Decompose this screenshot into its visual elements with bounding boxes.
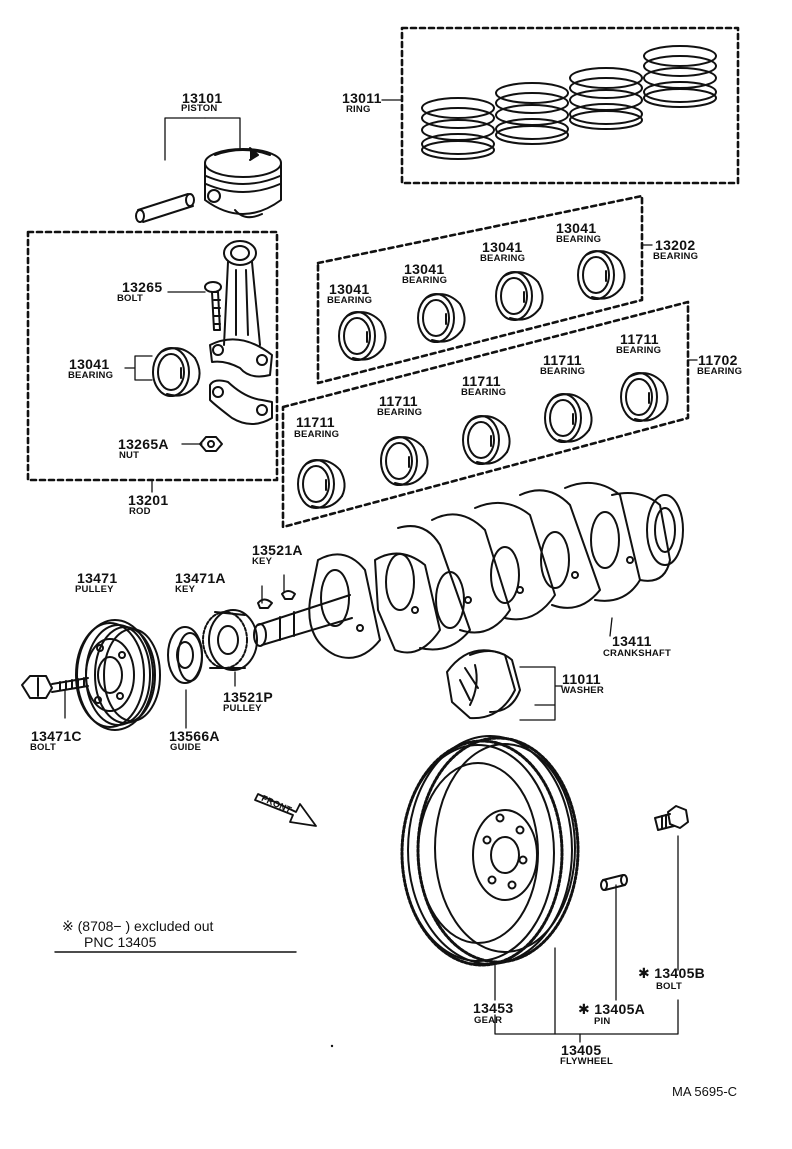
bearing-11711-b-name: BEARING [377,407,423,418]
piston-number: 13101 [182,90,223,106]
flywheel-drawing [400,735,580,967]
bearing-13041-a-name: BEARING [327,295,373,306]
pin-name: PIN [594,1016,611,1027]
piston-name: PISTON [181,103,218,114]
bolt-13265-number: 13265 [122,279,163,295]
bearing-11711-c-name: BEARING [461,387,507,398]
piston-pin-drawing [135,193,195,223]
washer-number: 11011 [562,671,601,687]
bearing-11711-b-number: 11711 [379,393,418,409]
nut-drawing [199,436,223,452]
rod-number: 13201 [128,492,169,508]
leader-lines [64,99,698,1043]
bearing-rod-name: BEARING [68,370,114,381]
key-drawings [257,590,296,609]
pin-number: 13405A [594,1001,646,1017]
front-arrow-icon [254,793,317,827]
asterisk-bolt: ✱ [638,965,651,981]
pulley-13521p-name: PULLEY [223,703,262,714]
bearing-set-main-name: BEARING [697,366,743,377]
piston-rings [421,45,717,160]
key-13521a-number: 13521A [252,542,303,558]
asterisk-pin: ✱ [578,1001,591,1017]
flywheel-bolt-drawing [654,805,689,831]
pulley-13471-name: PULLEY [75,584,114,595]
bearing-shell-13041-c [495,271,544,321]
nut-number: 13265A [118,436,169,452]
bolt-13405b-name: BOLT [656,981,682,992]
piston-drawing [204,147,282,219]
bearing-11711-e-name: BEARING [616,345,662,356]
bearing-13041-c-number: 13041 [482,239,523,255]
crank-pulley-drawing [75,619,161,731]
key-13521a-name: KEY [252,556,273,567]
pulley-13471-number: 13471 [77,570,118,586]
bolt-13471c-name: BOLT [30,742,56,753]
bearing-13041-a-number: 13041 [329,281,370,297]
bearing-shell-11711-a [297,459,346,509]
washer-drawings [446,649,521,720]
pulley-13521p-number: 13521P [223,689,274,705]
bearing-11711-e-number: 11711 [620,331,659,347]
bearing-13202-box [316,194,644,385]
bearing-rod-number: 13041 [69,356,110,372]
bearing-11711-c-number: 11711 [462,373,501,389]
bearing-shell-11711-e [620,372,669,422]
bearing-11711-a-name: BEARING [294,429,340,440]
bolt-13471c-number: 13471C [31,728,82,744]
note-line-2: PNC 13405 [84,934,157,950]
bearing-13041-d-name: BEARING [556,234,602,245]
bearing-shells [152,250,669,509]
key-13471a-number: 13471A [175,570,226,586]
bearing-shell-13041-b [417,293,466,343]
bearing-shell-13041-d [577,250,626,300]
connecting-rod-drawing [204,240,273,425]
crankshaft-name: CRANKSHAFT [603,648,671,659]
bearing-11711-a-number: 11711 [296,414,335,430]
guide-number: 13566A [169,728,220,744]
bearing-shell-11711-d [544,393,593,443]
nut-name: NUT [119,450,140,461]
rod-name: ROD [129,506,151,517]
bearing-13041-c-name: BEARING [480,253,526,264]
bearing-shell-11711-c [462,415,511,465]
bearing-shell-11711-b [380,436,429,486]
bolt-13405b-number-row: ✱ 13405B [638,966,705,980]
ring-number: 13011 [342,90,382,106]
bearing-11711-d-name: BEARING [540,366,586,377]
bolt-13265-name: BOLT [117,293,143,304]
washer-name: WASHER [561,685,604,696]
timing-pulley-drawing [202,609,258,671]
bearing-set-upper-number: 13202 [655,237,696,253]
bearing-11702-box [281,300,690,529]
note-line-1: ※ (8708− ) excluded out [62,918,214,934]
pin-drawing [600,874,628,891]
diagram-id: MA 5695-C [672,1084,738,1099]
bearing-13041-d-number: 13041 [556,220,597,236]
ring-name: RING [346,104,371,115]
gear-name: GEAR [474,1015,503,1026]
bearing-set-main-number: 11702 [698,352,738,368]
bearing-shell-13041-a [338,311,387,361]
key-13471a-name: KEY [175,584,196,595]
flywheel-number: 13405 [561,1042,602,1058]
bearing-13041-b-name: BEARING [402,275,448,286]
pin-number-row: ✱ 13405A [578,1002,645,1016]
gear-number: 13453 [473,1000,514,1016]
guide-drawing [167,626,203,684]
flywheel-name: FLYWHEEL [560,1056,613,1067]
ring-group-box [400,26,740,185]
bearing-11711-d-number: 11711 [543,352,582,368]
bearing-shell-13041-rod [152,347,201,397]
pulley-bolt-drawing [21,675,89,699]
bearing-13041-b-number: 13041 [404,261,445,277]
bolt-13405b-number: 13405B [654,965,706,981]
crankshaft-number: 13411 [612,633,652,649]
rod-group-box [26,230,279,482]
crankshaft-drawing [253,481,684,659]
bearing-set-upper-name: BEARING [653,251,699,262]
guide-name: GUIDE [170,742,202,753]
